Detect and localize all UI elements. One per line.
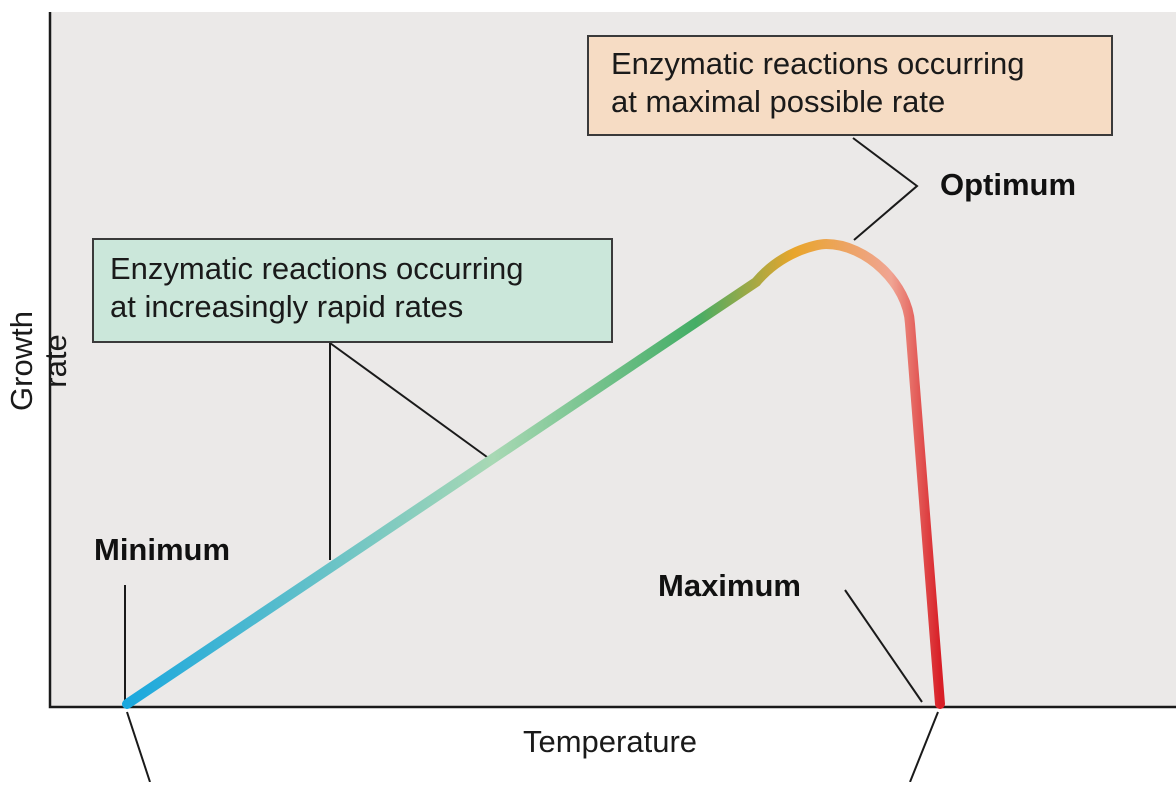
y-axis-label: Growth rate <box>4 311 73 411</box>
leader-bottom-left <box>126 711 151 783</box>
callout-peak: Enzymatic reactions occurring at maximal… <box>587 35 1113 136</box>
growth-curve <box>122 239 945 709</box>
leader-bottom-right <box>909 711 939 783</box>
label-optimum: Optimum <box>940 167 1077 202</box>
callout-rising-line-2: at increasingly rapid rates <box>110 289 464 324</box>
callout-peak-line-1: Enzymatic reactions occurring <box>611 46 1025 81</box>
leader-rising-2 <box>329 342 488 458</box>
callout-rising-line-1: Enzymatic reactions occurring <box>110 251 524 286</box>
x-axis-label: Temperature <box>522 724 698 759</box>
leader-lines <box>124 137 939 783</box>
axes <box>48 12 1176 709</box>
label-maximum: Maximum <box>658 568 801 603</box>
label-minimum: Minimum <box>94 532 231 567</box>
leader-maximum <box>844 589 923 703</box>
callout-rising: Enzymatic reactions occurring at increas… <box>92 238 613 343</box>
leader-optimum <box>852 137 919 241</box>
callout-peak-line-2: at maximal possible rate <box>611 84 946 119</box>
